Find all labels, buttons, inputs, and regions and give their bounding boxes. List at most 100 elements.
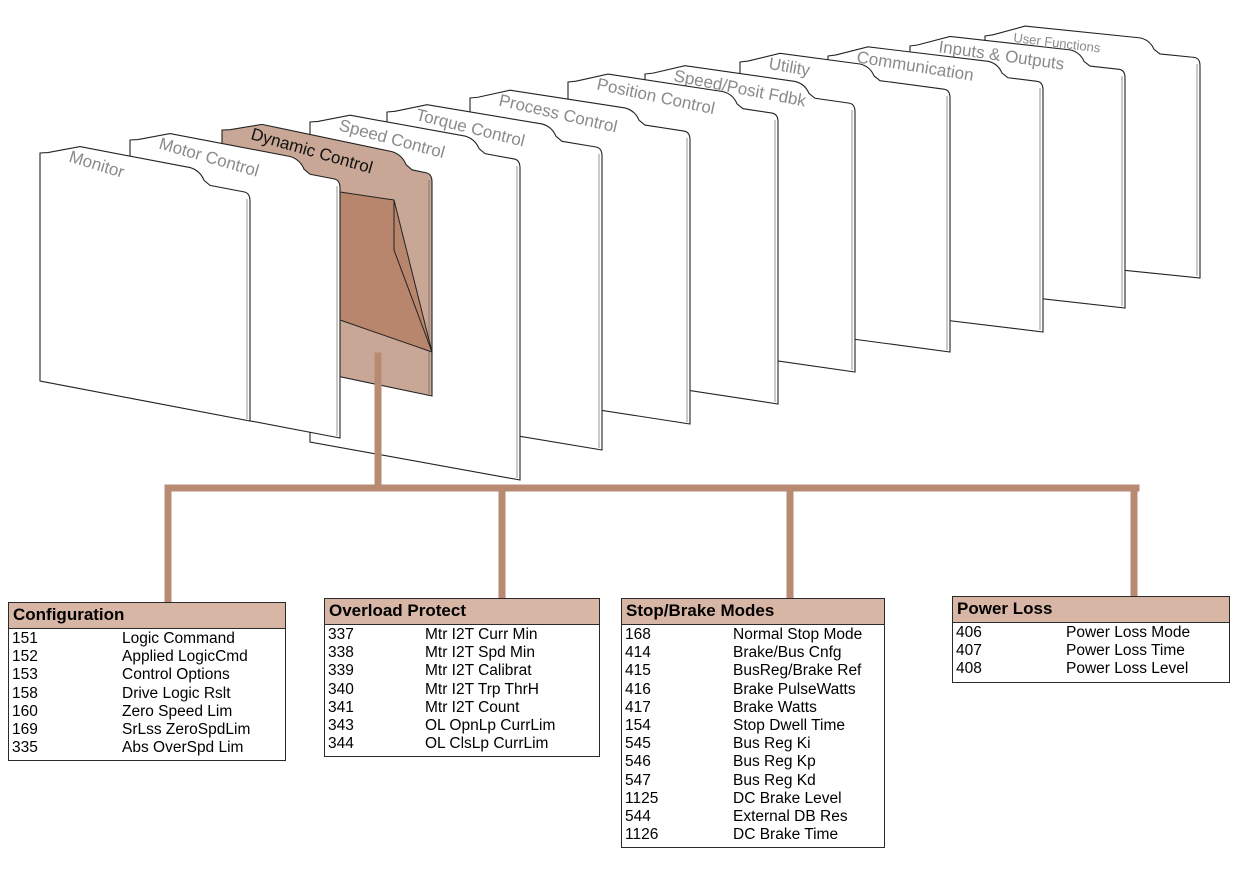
param-number: 339 [328,662,354,680]
param-name: Brake Watts [733,698,817,716]
param-name: DC Brake Time [733,826,839,844]
param-name: Brake PulseWatts [733,680,856,698]
param-row[interactable]: 415 BusReg/Brake Ref [625,662,880,680]
param-name: Mtr I2T Trp ThrH [425,680,539,698]
param-number: 417 [625,698,651,716]
param-row[interactable]: 152 Applied LogicCmd [12,648,281,666]
param-name: Stop Dwell Time [733,717,845,735]
group-title: Configuration [9,603,285,629]
param-number: 158 [12,684,38,702]
param-number: 340 [328,680,354,698]
param-row[interactable]: 407 Power Loss Time [956,642,1225,660]
param-name: OL ClsLp CurrLim [425,735,549,753]
param-name: Mtr I2T Curr Min [425,626,538,643]
param-name: Abs OverSpd Lim [122,739,244,757]
group-title: Stop/Brake Modes [622,599,884,625]
param-row[interactable]: 417 Brake Watts [625,699,880,717]
param-row[interactable]: 546 Bus Reg Kp [625,753,880,771]
param-row[interactable]: 153 Control Options [12,666,281,684]
param-name: Zero Speed Lim [122,702,233,720]
param-number: 544 [625,808,651,826]
param-row[interactable]: 547 Bus Reg Kd [625,772,880,790]
group-title: Power Loss [953,597,1229,623]
param-row[interactable]: 414 Brake/Bus Cnfg [625,644,880,662]
param-number: 416 [625,680,651,698]
param-number: 545 [625,735,651,753]
param-name: OL OpnLp CurrLim [425,717,556,735]
param-number: 414 [625,644,651,662]
param-row[interactable]: 408 Power Loss Level [956,660,1225,678]
param-number: 335 [12,739,38,757]
param-name: Brake/Bus Cnfg [733,644,842,662]
param-row[interactable]: 343 OL OpnLp CurrLim [328,717,595,735]
param-number: 408 [956,660,982,678]
param-row[interactable]: 544 External DB Res [625,808,880,826]
folder-fold [393,200,433,353]
param-name: BusReg/Brake Ref [733,662,862,680]
param-number: 546 [625,753,651,771]
param-name: Control Options [122,666,230,684]
param-name: Power Loss Time [1066,642,1185,660]
param-number: 547 [625,771,651,789]
param-name: Power Loss Level [1066,660,1189,678]
param-number: 160 [12,702,38,720]
param-row[interactable]: 344 OL ClsLp CurrLim [328,735,595,753]
param-number: 406 [956,624,982,641]
param-row[interactable]: 406 Power Loss Mode [956,624,1225,642]
param-row[interactable]: 416 Brake PulseWatts [625,681,880,699]
param-row[interactable]: 1125 DC Brake Level [625,790,880,808]
param-number: 415 [625,662,651,680]
param-number: 168 [625,626,651,643]
param-row[interactable]: 151 Logic Command [12,630,281,648]
param-list: 151 Logic Command 152 Applied LogicCmd 153 Co… [9,629,285,760]
param-number: 152 [12,648,38,666]
param-name: External DB Res [733,808,848,826]
param-number: 154 [625,717,651,735]
param-number: 1125 [625,789,659,807]
param-number: 343 [328,717,354,735]
param-name: Mtr I2T Calibrat [425,662,532,680]
param-number: 153 [12,666,38,684]
param-name: Mtr I2T Spd Min [425,644,535,662]
param-name: Logic Command [122,630,235,647]
param-number: 169 [12,721,38,739]
param-list: 406 Power Loss Mode 407 Power Loss Time 408 P… [953,623,1229,682]
param-name: SrLss ZeroSpdLim [122,721,251,739]
param-number: 344 [328,735,354,753]
folder-monitor: Monitor [39,146,251,422]
param-name: Mtr I2T Count [425,698,520,716]
param-name: Power Loss Mode [1066,624,1191,641]
param-row[interactable]: 337 Mtr I2T Curr Min [328,626,595,644]
param-row[interactable]: 339 Mtr I2T Calibrat [328,662,595,680]
param-number: 338 [328,644,354,662]
param-name: Applied LogicCmd [122,648,248,666]
param-number: 407 [956,642,982,660]
param-name: Bus Reg Kp [733,753,816,771]
param-name: Bus Reg Kd [733,771,816,789]
param-row[interactable]: 169 SrLss ZeroSpdLim [12,721,281,739]
param-number: 337 [328,626,354,643]
param-number: 341 [328,698,354,716]
param-row[interactable]: 340 Mtr I2T Trp ThrH [328,681,595,699]
param-row[interactable]: 338 Mtr I2T Spd Min [328,644,595,662]
param-row[interactable]: 160 Zero Speed Lim [12,703,281,721]
group-title: Overload Protect [325,599,599,625]
param-row[interactable]: 335 Abs OverSpd Lim [12,739,281,757]
param-name: DC Brake Level [733,789,842,807]
folder-body [39,146,251,422]
param-row[interactable]: 341 Mtr I2T Count [328,699,595,717]
param-number: 151 [12,630,38,647]
param-row[interactable]: 154 Stop Dwell Time [625,717,880,735]
